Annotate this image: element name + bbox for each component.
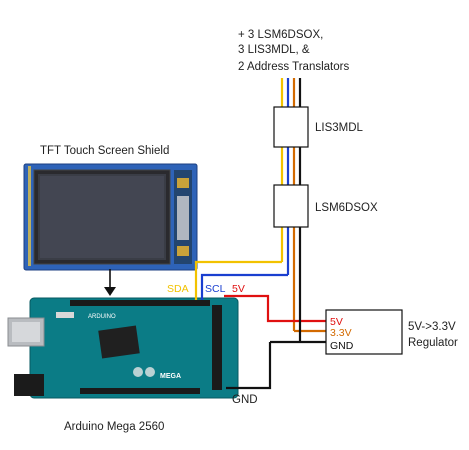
regulator-title-2: Regulator [408,337,458,349]
arduino-silk-model: MEGA [160,373,181,380]
label-sda: SDA [167,283,189,295]
note-line-3: 2 Address Translators [238,61,349,73]
tft-shield-image [24,164,197,270]
wire-5v [224,296,326,321]
note-line-1: + 3 LSM6DSOX, [238,29,323,41]
lsm6dsox-box [274,185,308,227]
regulator-pin-33v: 3.3V [330,327,352,339]
lis3mdl-box [274,107,308,147]
label-gnd: GND [232,394,258,406]
arduino-mega-image: ARDUINO MEGA [8,298,238,398]
tft-title: TFT Touch Screen Shield [40,145,169,157]
arduino-silk-brand: ARDUINO [88,314,116,320]
regulator-title-1: 5V->3.3V [408,321,456,333]
tft-to-arduino-arrow [104,269,116,296]
note-line-2: 3 LIS3MDL, & [238,44,310,56]
regulator-pin-gnd: GND [330,340,354,352]
lsm6dsox-label: LSM6DSOX [315,202,378,214]
arduino-caption: Arduino Mega 2560 [64,421,164,433]
lis3mdl-label: LIS3MDL [315,122,364,134]
label-scl: SCL [205,283,226,295]
label-5v: 5V [232,283,245,295]
